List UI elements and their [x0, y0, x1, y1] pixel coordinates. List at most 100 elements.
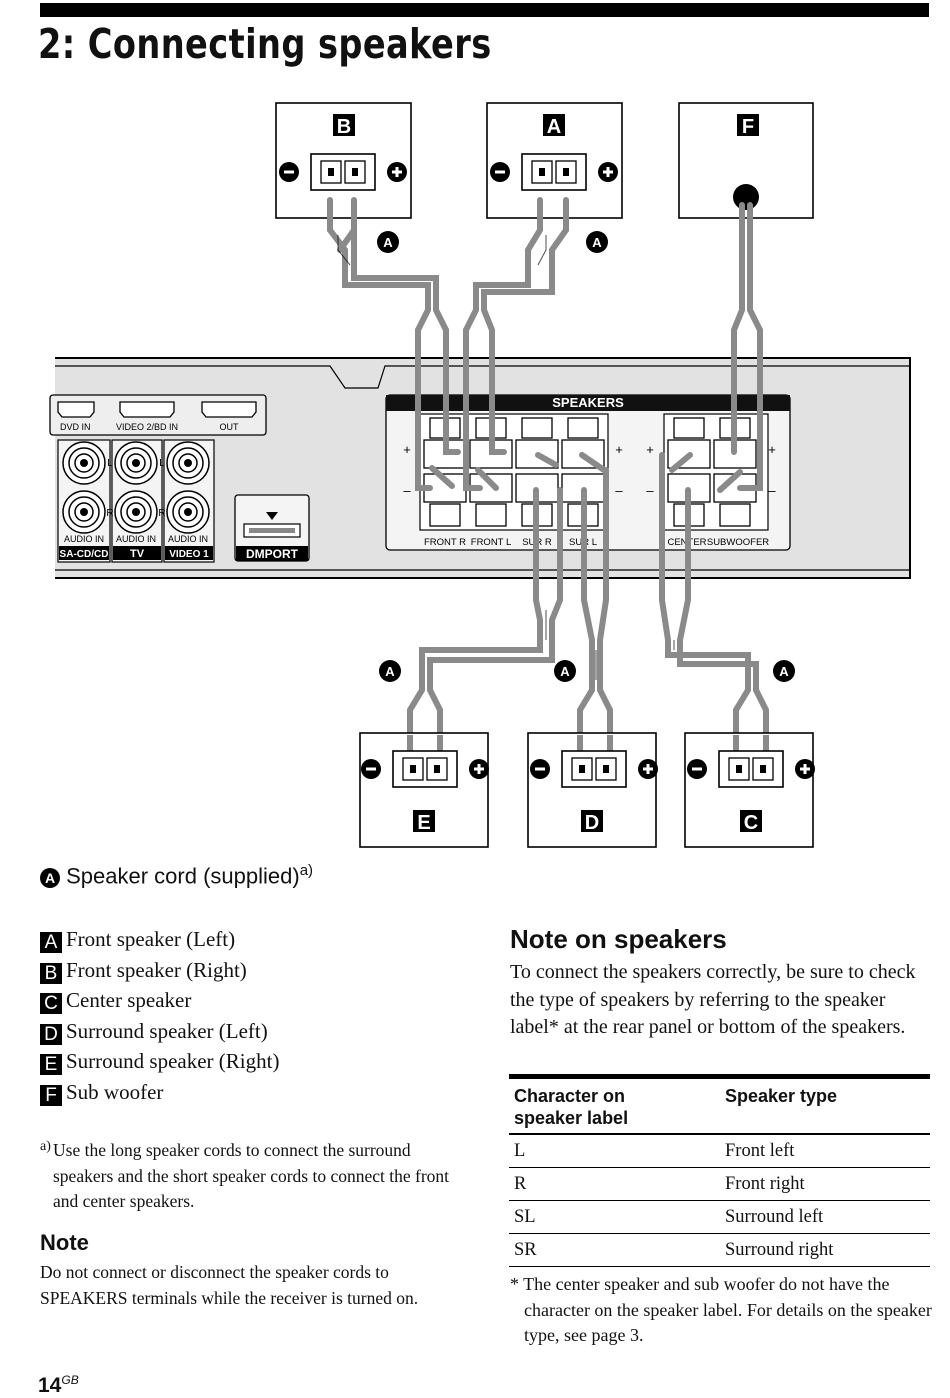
footnote-text: Use the long speaker cords to connect th…: [53, 1140, 450, 1211]
note-text: Do not connect or disconnect the speaker…: [40, 1262, 419, 1308]
page-number-value: 14: [38, 1374, 62, 1397]
legend-key-e: E: [40, 1054, 62, 1075]
table-cell-char: L: [509, 1134, 721, 1168]
legend-text: Front speaker (Left): [66, 927, 236, 951]
panel-plus-3: +: [646, 442, 654, 457]
top-rule: [40, 3, 929, 17]
speaker-box-a-label: A: [547, 116, 561, 138]
note-on-speakers-heading: Note on speakers: [510, 924, 727, 954]
cord-badge-4-label: A: [560, 664, 570, 679]
speaker-box-e: E: [413, 810, 435, 834]
table-cell-char: SR: [509, 1233, 721, 1267]
cord-badge-5-label: A: [779, 664, 789, 679]
note-on-speakers-text: To connect the speakers correctly, be su…: [510, 961, 916, 1038]
speaker-box-a: A: [543, 114, 565, 138]
cord-note: A Speaker cord (supplied)a): [40, 862, 313, 889]
speaker-box-b-label: B: [337, 116, 351, 138]
audio-in-label-3: AUDIO IN: [168, 534, 208, 544]
table-header-character-line2: speaker label: [514, 1108, 629, 1128]
page-title: 2: Connecting speakers: [38, 20, 492, 68]
panel-minus-3: –: [646, 483, 654, 498]
panel-plus-1: +: [403, 442, 411, 457]
table-cell-type: Surround left: [721, 1200, 930, 1234]
hdmi-dvd-label: DVD IN: [60, 422, 91, 432]
speakers-panel-header: SPEAKERS: [552, 395, 624, 410]
audio-in-label-2: AUDIO IN: [116, 534, 156, 544]
table-header-type: Speaker type: [721, 1074, 930, 1135]
speaker-box-c: C: [740, 810, 762, 834]
footnote: a) Use the long speaker cords to connect…: [40, 1138, 470, 1215]
panel-plus-4: +: [768, 442, 776, 457]
rca-label-l-2: L: [159, 458, 165, 469]
footnote-mark: a): [40, 1139, 51, 1154]
hdmi-out-label: OUT: [220, 422, 240, 432]
cord-badge-3: A: [379, 660, 401, 682]
cord-badge-4: A: [554, 660, 576, 682]
legend-key-c: C: [40, 993, 62, 1014]
legend-key-f: F: [40, 1084, 62, 1106]
legend-text: Surround speaker (Right): [66, 1049, 280, 1073]
legend-key-a: A: [40, 932, 62, 953]
terminal-label-front-r: FRONT R: [424, 537, 466, 548]
speaker-box-c-label: C: [744, 812, 758, 834]
table-cell-type: Front right: [721, 1167, 930, 1201]
panel-plus-2: +: [615, 442, 623, 457]
cord-note-sup: a): [299, 862, 314, 879]
table-header-character-line1: Character on: [514, 1086, 626, 1106]
table-cell-char: SL: [509, 1200, 721, 1234]
terminal-label-front-l: FRONT L: [471, 537, 511, 548]
table-footnote: * The center speaker and sub woofer do n…: [510, 1274, 932, 1345]
legend-text: Front speaker (Right): [66, 957, 247, 982]
cord-badge-5: A: [773, 660, 795, 682]
table-cell-type: Front left: [721, 1134, 930, 1168]
source-label-sacd: SA-CD/CD: [60, 549, 109, 560]
legend-key-b: B: [40, 962, 62, 984]
table-cell-type: Surround right: [721, 1233, 930, 1267]
cord-badge-1: A: [377, 231, 399, 253]
speaker-connection-diagram: B A F DVD IN VIDEO 2/BD IN OUT L L R R A…: [49, 102, 911, 848]
speaker-box-f: F: [737, 114, 759, 138]
cord-badge-1-label: A: [383, 235, 393, 250]
rca-label-r-1: R: [106, 508, 113, 519]
cord-badge-3-label: A: [385, 664, 395, 679]
hdmi-video2-label: VIDEO 2/BD IN: [116, 422, 178, 432]
rca-label-l-1: L: [107, 458, 113, 469]
legend-text: Surround speaker (Left): [66, 1018, 268, 1043]
page-number: 14GB: [38, 1373, 79, 1398]
legend-text: Center speaker: [66, 988, 192, 1012]
panel-minus-4: –: [768, 483, 776, 498]
cord-note-text: Speaker cord (supplied): [66, 863, 300, 889]
cord-badge-2-label: A: [592, 235, 602, 250]
legend-text: Sub woofer: [66, 1079, 164, 1104]
cord-badge-2: A: [586, 231, 608, 253]
dmport-label: DMPORT: [246, 547, 299, 561]
page-number-suffix: GB: [61, 1373, 79, 1387]
panel-minus-2: –: [615, 483, 623, 498]
table-cell-char: R: [509, 1167, 721, 1201]
rca-label-r-2: R: [158, 508, 165, 519]
audio-in-label-1: AUDIO IN: [64, 534, 104, 544]
cord-note-badge: A: [40, 867, 60, 888]
speaker-box-d: D: [581, 810, 603, 834]
speaker-box-b: B: [333, 114, 355, 138]
source-label-tv: TV: [130, 548, 145, 560]
source-label-video1: VIDEO 1: [169, 549, 209, 560]
speaker-box-d-label: D: [585, 812, 599, 834]
speaker-box-e-label: E: [417, 812, 430, 834]
legend-key-d: D: [40, 1023, 62, 1045]
terminal-label-subwoofer: SUBWOOFER: [707, 537, 769, 548]
